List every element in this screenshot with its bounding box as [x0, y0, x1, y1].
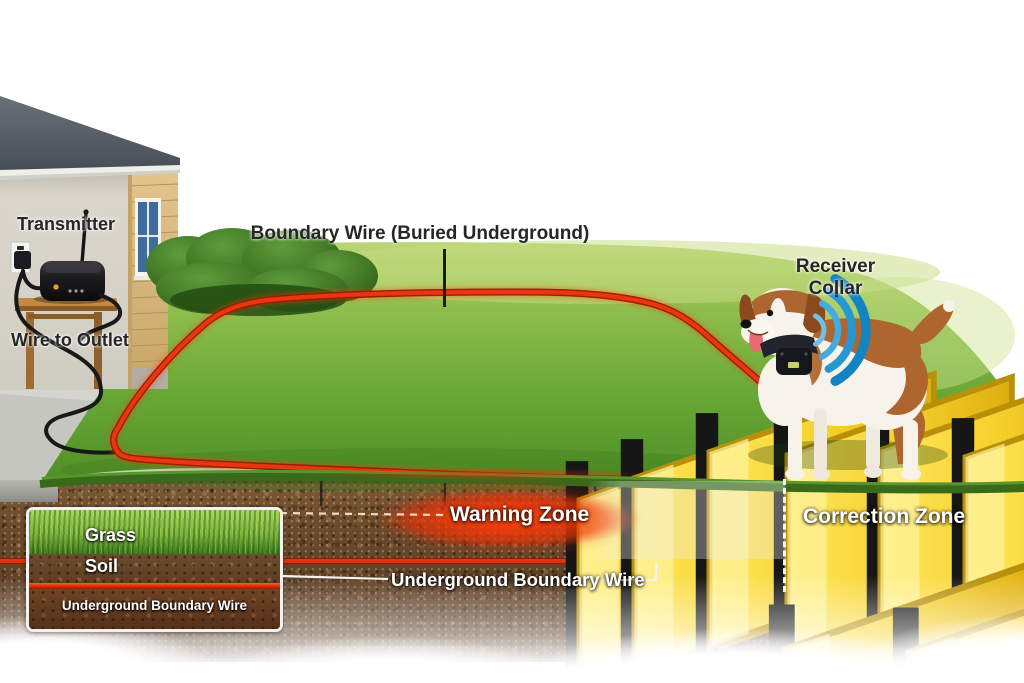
legend-grass-label: Grass — [85, 525, 137, 545]
correction-zone-label: Correction Zone — [803, 505, 966, 528]
led-indicator-icon — [53, 284, 59, 290]
signal-waves-icon — [813, 274, 871, 386]
house — [0, 96, 180, 390]
boundary-wire-pointer-line — [443, 249, 446, 307]
receiver-collar-device — [760, 334, 818, 375]
transmitter-label: Transmitter — [17, 214, 116, 234]
receiver-collar-label: Receiver Collar — [795, 256, 876, 299]
legend-grass-layer — [29, 510, 280, 554]
wire-to-outlet-label: Wire to Outlet — [11, 330, 129, 350]
power-outlet-icon — [10, 241, 31, 274]
transmitter-device — [34, 209, 110, 304]
warning-zone-connector-line — [279, 511, 447, 517]
zone-divider-dashed-line — [783, 479, 786, 592]
dog — [739, 288, 955, 480]
underground-boundary-wire-label: Underground Boundary Wire — [391, 569, 645, 590]
transmitter-antenna-icon — [80, 211, 88, 265]
receiver-collar-pointer-line — [835, 280, 838, 297]
legend-soil-label: Soil — [85, 556, 119, 576]
transmitter-cord — [14, 269, 123, 455]
boundary-wire-label: Boundary Wire (Buried Underground) — [250, 223, 590, 244]
warning-zone-label: Warning Zone — [450, 503, 590, 526]
legend-connector-line — [279, 574, 389, 581]
